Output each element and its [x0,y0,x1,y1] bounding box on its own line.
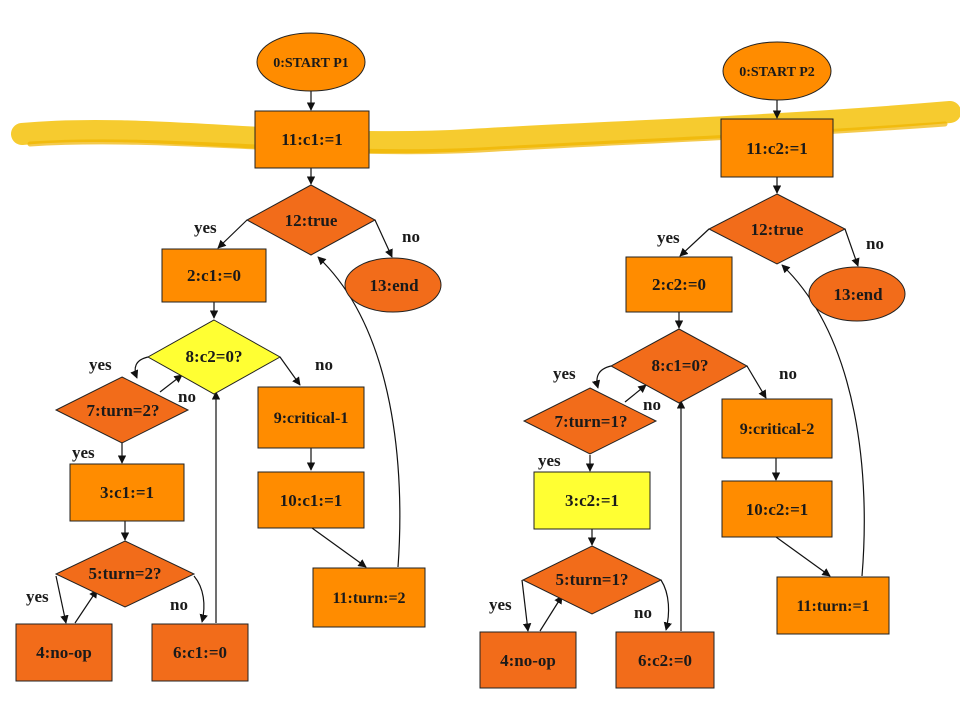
p1-set-c-again-node [69,463,185,522]
p1-check-yes-label: yes [89,355,112,374]
p2-loop-label: 12:true [751,220,804,239]
p2-edge-reset-turn [775,536,831,577]
p2-turn-b-label: 5:turn=1? [556,570,629,589]
p1-turn-b-no-label: no [170,595,188,614]
p1-start-node [256,32,366,92]
p2-set-c-node [720,118,834,178]
p2-c-zero-2-node [615,631,715,689]
p1-turn-a-label: 7:turn=2? [87,401,160,420]
p1-edge-check-yes [130,356,149,379]
p1-edge-turnb-yes [55,575,69,624]
p1-flowchart: 0:START P1 11:c1:=1 12:true 13:end 2:c1:… [15,32,442,682]
p1-crit-node [257,386,365,449]
p1-reset-label: 10:c1:=1 [280,491,343,510]
p2-c-zero-2-label: 6:c2:=0 [638,651,692,670]
p1-check-other-label: 8:c2=0? [186,347,243,366]
p2-turn-a-diamond [522,387,658,455]
p2-edge-turnb-no [660,579,672,631]
p1-start-label: 0:START P1 [273,56,349,71]
p1-edge-noop-back [74,589,98,624]
p1-c-zero-label: 2:c1:=0 [187,266,241,285]
p1-edge-reset-turn [311,527,367,568]
p2-end-label: 13:end [833,285,883,304]
p1-noop-node [15,623,113,682]
p2-end-node [808,266,906,322]
p2-loop-yes-label: yes [657,228,680,247]
p2-c-zero-node [625,256,733,313]
p1-set-c-node [254,110,370,169]
p2-set-c-again-label: 3:c2:=1 [565,491,619,510]
p1-turn-a-diamond [54,376,190,444]
p2-check-no-label: no [779,364,797,383]
p1-c-zero-2-node [151,623,249,682]
p2-turn-a-yes-label: yes [538,451,561,470]
p1-c-zero-node [161,248,267,303]
p1-turn-a-yes-label: yes [72,443,95,462]
p1-loop-no-label: no [402,227,420,246]
p2-check-yes-label: yes [553,364,576,383]
p1-set-c-label: 11:c1:=1 [281,130,343,149]
p2-noop-label: 4:no-op [500,651,556,670]
p1-edge-turnb-no [193,575,208,623]
p2-edge-check-no [746,365,767,399]
p2-edge-loop-yes [679,228,710,257]
p1-loop-yes-label: yes [194,218,217,237]
p1-reset-node [257,471,365,529]
p1-edge-turna-no [159,374,183,393]
p2-start-label: 0:START P2 [739,65,815,80]
p1-noop-label: 4:no-op [36,643,92,662]
p1-check-other-diamond [146,319,282,395]
p2-loop-no-label: no [866,234,884,253]
p2-turn-a-no-label: no [643,395,661,414]
p2-edge-turna-no [624,384,647,403]
p2-turn-b-yes-label: yes [489,595,512,614]
p1-loop-label: 12:true [285,211,338,230]
p1-turn-b-label: 5:turn=2? [89,564,162,583]
p2-edge-loop-no [844,228,860,267]
p1-turn-a-no-label: no [178,387,196,406]
p2-edge-noop-back [539,595,563,632]
p1-edge-loop-no [374,219,393,258]
p2-edge-turnb-yes [521,579,532,632]
p1-edge-loop-yes [217,219,248,249]
p2-check-other-diamond [609,328,749,404]
p2-crit-label: 9:critical-2 [740,421,815,438]
p1-edge-turn-loop [317,256,401,568]
p1-crit-label: 9:critical-1 [274,410,349,427]
p2-turn-set-node [776,576,890,635]
p1-turn-set-node [312,567,426,628]
p2-turn-a-label: 7:turn=1? [555,412,628,431]
p1-loop-diamond [245,184,377,256]
p2-flowchart: 0:START P2 11:c2:=1 12:true 13:end 2:c2:… [479,41,906,689]
p1-edges [55,91,401,624]
p2-check-other-label: 8:c1=0? [652,356,709,375]
p1-check-no-label: no [315,355,333,374]
p1-edge-check-no [279,356,301,386]
p1-set-c-again-label: 3:c1:=1 [100,483,154,502]
p2-noop-node [479,631,577,689]
p2-loop-diamond [707,193,847,265]
p1-c-zero-2-label: 6:c1:=0 [173,643,227,662]
p1-turn-b-yes-label: yes [26,587,49,606]
p2-set-c-label: 11:c2:=1 [746,139,808,158]
p1-turn-b-diamond [54,540,196,608]
p2-crit-node [721,398,833,459]
p1-end-node [344,257,442,313]
p2-turn-b-no-label: no [634,603,652,622]
p1-turn-set-label: 11:turn:=2 [332,590,405,607]
p2-edge-check-yes [591,365,612,389]
p2-turn-set-label: 11:turn:=1 [796,598,869,615]
p2-reset-label: 10:c2:=1 [746,500,809,519]
p2-reset-node [721,480,833,538]
p2-c-zero-label: 2:c2:=0 [652,275,706,294]
p1-end-label: 13:end [369,276,419,295]
p2-set-c-again-node [533,471,651,530]
p2-turn-b-diamond [521,545,663,615]
p2-start-node [722,41,832,101]
